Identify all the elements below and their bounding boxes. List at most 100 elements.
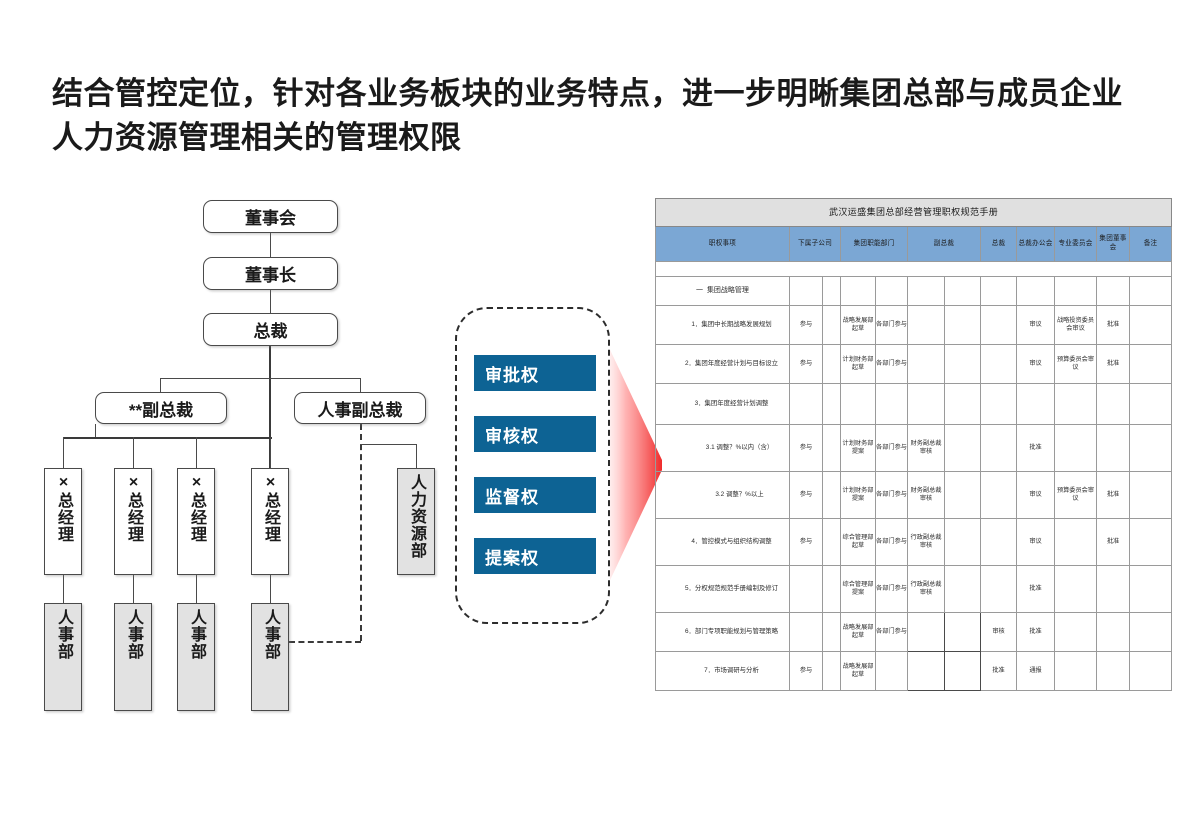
table-cell-subsidiary [789,612,823,652]
table-cell-office: 审议 [1016,344,1055,384]
table-cell-vp2 [944,344,981,384]
table-cell-president [980,276,1017,306]
table-cell-vp2 [944,424,981,472]
table-row[interactable]: 1．集团中长期战略发展规划 参与 战略发展部起草 各部门参与 审议 战略投资委员… [655,305,1173,345]
table-cell-office [1016,276,1055,306]
connector-gm1-hr1 [63,575,65,603]
table-cell-vp2 [944,471,981,519]
table-cell-vp2 [944,565,981,613]
table-header-subsidiary: 下属子公司 [789,226,841,262]
table-cell-func1: 战略发展部起草 [840,305,876,345]
table-cell-president [980,305,1017,345]
table-cell-vp2[interactable] [944,651,981,691]
org-node-vp-business-label: **副总裁 [128,400,194,420]
table-row[interactable]: 7．市场调研与分析 参与 战略发展部起草 批准 通报 [655,651,1173,691]
table-cell-office: 审议 [1016,518,1055,566]
table-cell-blank [822,305,841,345]
section-marker: 一 [696,287,704,295]
table-cell-vp2[interactable] [944,612,981,652]
table-cell-blank [822,276,841,306]
table-cell-committee [1054,276,1097,306]
table-cell-vp1 [907,305,945,345]
org-node-president-label: 总裁 [253,322,288,341]
table-cell-president [980,344,1017,384]
table-row[interactable]: 2．集团年度经营计划与目标设立 参与 计划财务部起草 各部门参与 审议 预算委员… [655,344,1173,384]
table-cell-func1: 计划财务部提案 [840,424,876,472]
table-cell-item: 4．管控模式与组织结构调整 [655,518,790,566]
org-node-chairman-label: 董事长 [245,266,296,285]
table-cell-committee: 预算委员会审议 [1054,471,1097,519]
org-chart: 董事会 董事长 总裁 **副总裁 人事副总裁 ×总经理 ×总经理 ×总经理 ×总… [0,0,470,760]
table-cell-office [1016,383,1055,425]
table-header-note: 备注 [1128,226,1173,262]
authority-item-propose-label: 提案权 [485,548,539,568]
table-cell-vp1 [907,383,945,425]
table-row[interactable]: 3.1 调整？%以内（含） 参与 计划财务部提案 各部门参与 财务副总裁审核 批… [655,424,1173,472]
table-row[interactable]: 一 集团战略管理 [655,276,1173,306]
org-node-vp-business: **副总裁 [95,392,227,424]
org-node-gm-4-label: ×总经理 [262,474,279,543]
table-row[interactable]: 3.2 调整？%以上 参与 计划财务部提案 各部门参与 财务副总裁审核 审议 预… [655,471,1173,519]
table-row[interactable]: 5．分权规范规范手册编制及修订 综合管理部提案 各部门参与 行政副总裁审核 批准 [655,565,1173,613]
table-title-row: 武汉运盛集团总部经营管理职权规范手册 [654,198,1173,227]
connector-gm3-hr3 [196,575,198,603]
authority-item-review[interactable]: 审核权 [474,416,596,452]
table-cell-committee [1054,565,1097,613]
authority-item-approve[interactable]: 审批权 [474,355,596,391]
table-row[interactable]: 4．管控模式与组织结构调整 参与 综合管理部起草 各部门参与 行政副总裁审核 审… [655,518,1173,566]
table-cell-board: 批准 [1096,344,1130,384]
table-cell-president: 批准 [980,651,1017,691]
table-cell-note [1128,518,1173,566]
table-cell-func2: 各部门参与 [875,518,908,566]
org-node-hr-dept-3: 人事部 [177,603,215,711]
table-cell-func2: 各部门参与 [875,344,908,384]
table-cell-vp1: 财务副总裁审核 [907,424,945,472]
table-cell-blank [822,565,841,613]
table-cell-func1 [840,276,876,306]
table-cell-president: 审核 [980,612,1017,652]
table-cell-note [1128,344,1173,384]
table-cell-blank [822,651,841,691]
table-cell-vp1: 行政副总裁审核 [907,565,945,613]
table-cell-office: 通报 [1016,651,1055,691]
table-cell-office: 批准 [1016,565,1055,613]
table-cell-note [1128,651,1173,691]
table-cell-office: 审议 [1016,305,1055,345]
table-cell-func2: 各部门参与 [875,565,908,613]
table-cell-president [980,518,1017,566]
table-cell-func2 [875,651,908,691]
authority-item-propose[interactable]: 提案权 [474,538,596,574]
org-node-hr-dept-2: 人事部 [114,603,152,711]
org-node-chairman: 董事长 [203,257,338,290]
connector-hr-branch-h [360,444,416,446]
table-cell-board [1096,651,1130,691]
table-cell-note [1128,612,1173,652]
table-row[interactable]: 3．集团年度经营计划调整 [655,383,1173,425]
table-cell-func2 [875,383,908,425]
org-node-gm-2: ×总经理 [114,468,152,575]
table-cell-vp1[interactable] [907,651,945,691]
org-node-hr-dept-4: 人事部 [251,603,289,711]
table-cell-func1: 计划财务部提案 [840,471,876,519]
table-cell-item: 3.1 调整？%以内（含） [655,424,790,472]
connector-gm-bus [63,437,272,440]
table-cell-committee [1054,383,1097,425]
org-node-vp-hr-label: 人事副总裁 [317,400,403,420]
table-cell-vp1[interactable] [907,612,945,652]
table-cell-item: 2．集团年度经营计划与目标设立 [655,344,790,384]
table-cell-blank [822,383,841,425]
table-cell-vp1 [907,344,945,384]
authority-panel: 审批权 审核权 监督权 提案权 [455,307,610,624]
org-node-hr-resource-dept: 人力资源部 [397,468,435,575]
table-cell-note [1128,276,1173,306]
table-cell-board [1096,424,1130,472]
connector-vp-business-to-bus [95,424,97,437]
table-cell-item: 7．市场调研与分析 [655,651,790,691]
table-header-vp: 副总裁 [907,226,981,262]
table-cell-subsidiary [789,383,823,425]
authority-item-supervise[interactable]: 监督权 [474,477,596,513]
connector-gm-1 [63,437,65,468]
connector-vp-hr-drop [360,378,362,392]
table-cell-subsidiary: 参与 [789,305,823,345]
table-row[interactable]: 6．部门专项职能规划与管理策略 战略发展部起草 各部门参与 审核 批准 [655,612,1173,652]
